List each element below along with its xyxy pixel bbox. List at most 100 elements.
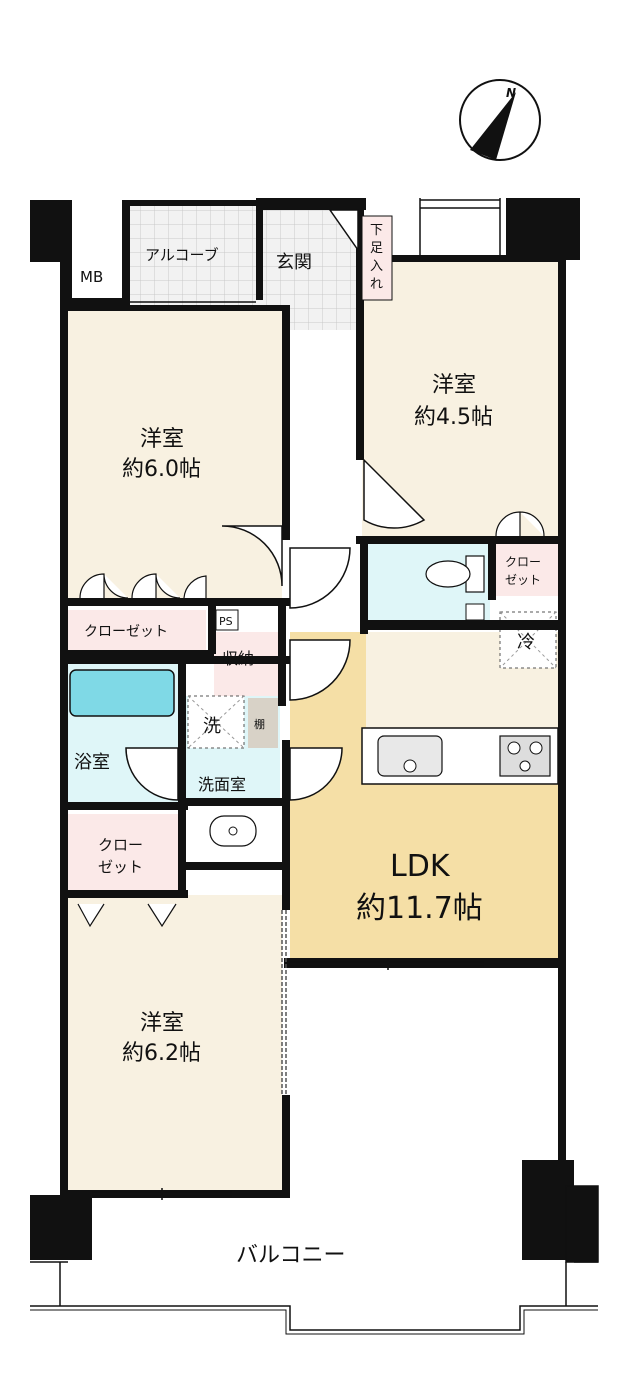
label-storage: 収納	[222, 649, 254, 668]
label-ldk-size: 約11.7帖	[356, 891, 483, 926]
door-west-a	[221, 525, 283, 587]
label-ps: PS	[219, 615, 233, 628]
wall-toilet-right	[488, 536, 496, 600]
kitchen-sink	[377, 735, 443, 777]
stove-burner-2	[529, 741, 543, 755]
label-western-a-name: 洋室	[140, 427, 184, 452]
door-entrance	[328, 209, 359, 253]
western-a-floor	[68, 310, 282, 600]
closet-doors-west-a	[79, 573, 207, 599]
wall-sink-bottom	[182, 862, 286, 870]
wall-toilet-left	[360, 536, 368, 634]
shoe-char-2: 足	[370, 241, 383, 256]
doors	[125, 209, 426, 801]
closet-left-floor	[68, 814, 182, 890]
closet-doors	[77, 511, 545, 928]
label-western-b-name: 洋室	[432, 373, 476, 398]
wall-bath-bottom	[64, 802, 188, 810]
label-balcony: バルコニー	[236, 1243, 346, 1268]
window-alcove	[130, 301, 256, 307]
washer-cross	[187, 695, 245, 749]
wall-top-alcove	[122, 200, 262, 206]
shoe-char-1: 下	[370, 223, 383, 238]
wall-toilet-bottom	[360, 620, 566, 630]
wall-ldk-bottom	[284, 958, 566, 968]
pillar-top-right	[506, 198, 580, 260]
mb-box-left	[64, 200, 72, 300]
bathtub	[69, 669, 175, 717]
storage-floor	[214, 632, 278, 698]
label-western-b-size: 約4.5帖	[414, 405, 493, 430]
kitchen-sink-drain	[403, 759, 417, 773]
alcove-floor	[130, 200, 260, 305]
wall-bath-right	[178, 656, 186, 806]
door-storage	[289, 639, 351, 701]
label-western-c-name: 洋室	[140, 1011, 184, 1036]
label-alcove: アルコーブ	[145, 246, 219, 264]
door-west-b	[363, 458, 426, 529]
wall-entrance-left	[256, 200, 263, 300]
wall-west-c-bottom	[64, 1190, 290, 1198]
shoe-char-3: 入	[370, 259, 383, 274]
wall-closet-left-right	[178, 806, 186, 896]
label-closet-left-2: ゼット	[98, 858, 143, 876]
label-shoe-storage: 下 足 入 れ	[361, 215, 393, 301]
ps-box	[215, 609, 239, 631]
balcony-outer	[30, 1309, 598, 1335]
wall-west-a-bottom	[64, 598, 290, 606]
label-shelf: 棚	[254, 717, 265, 731]
label-closet-wide: クローゼット	[84, 624, 168, 640]
balcony-pillar-right	[565, 1185, 599, 1263]
walls	[30, 198, 580, 1260]
pillar-bottom-left	[30, 1195, 92, 1260]
label-washer: 洗	[203, 716, 221, 737]
label-bath: 浴室	[74, 752, 110, 773]
room-fills	[68, 200, 558, 1195]
label-western-a-size: 約6.0帖	[122, 457, 201, 482]
wall-entrance-top	[256, 198, 366, 210]
compass: N	[459, 79, 541, 161]
window-west-b	[419, 198, 501, 255]
door-washroom	[289, 747, 343, 801]
label-closet-small-1: クロー	[505, 555, 541, 569]
wall-west-c-right-bottom	[282, 1095, 290, 1195]
wall-corridor-left	[282, 310, 290, 540]
toilet-small-box	[465, 603, 485, 621]
door-corridor-left	[289, 547, 351, 609]
door-bath	[125, 747, 179, 801]
wall-shoe-right	[356, 210, 364, 330]
label-washroom: 洗面室	[198, 775, 246, 794]
closet-doors-west-b	[495, 511, 545, 537]
toilet-bowl	[425, 560, 471, 588]
mb-box-right	[122, 200, 130, 305]
wall-washroom-bottom	[182, 798, 286, 806]
label-fridge: 冷	[517, 632, 535, 653]
compass-arrow-icon	[470, 92, 516, 160]
labels: MB アルコーブ 玄関 下 足 入 れ 洋室 約6.0帖 洋室 約4.5帖 クロ…	[74, 215, 541, 1268]
closet-doors-left	[77, 903, 177, 928]
wall-west-a-top	[64, 305, 290, 311]
closet-wide-floor	[68, 610, 206, 650]
windows	[92, 198, 501, 1200]
label-ldk-name: LDK	[390, 849, 451, 884]
shoe-storage-box	[361, 215, 393, 301]
label-closet-left-1: クロー	[98, 836, 143, 854]
wall-west-b-bottom	[356, 536, 566, 544]
wall-west-b-top	[356, 255, 566, 262]
wall-bath-top	[64, 656, 290, 664]
sliding-door-west-c	[281, 910, 287, 1095]
balcony	[30, 1185, 599, 1335]
shoe-char-4: れ	[370, 277, 383, 292]
balcony-rail	[30, 1261, 598, 1331]
wall-west-c-top	[64, 890, 188, 898]
label-western-c-size: 約6.2帖	[122, 1041, 201, 1066]
closet-small-floor	[496, 544, 558, 596]
label-closet-small-2: ゼット	[505, 573, 541, 587]
sink-drain	[228, 826, 238, 836]
stove-burner-3	[519, 760, 531, 772]
wall-closet-wide-bottom	[64, 650, 214, 658]
outer-wall-left	[60, 200, 68, 1200]
shelf-floor	[248, 698, 278, 748]
wall-ps	[208, 606, 216, 654]
